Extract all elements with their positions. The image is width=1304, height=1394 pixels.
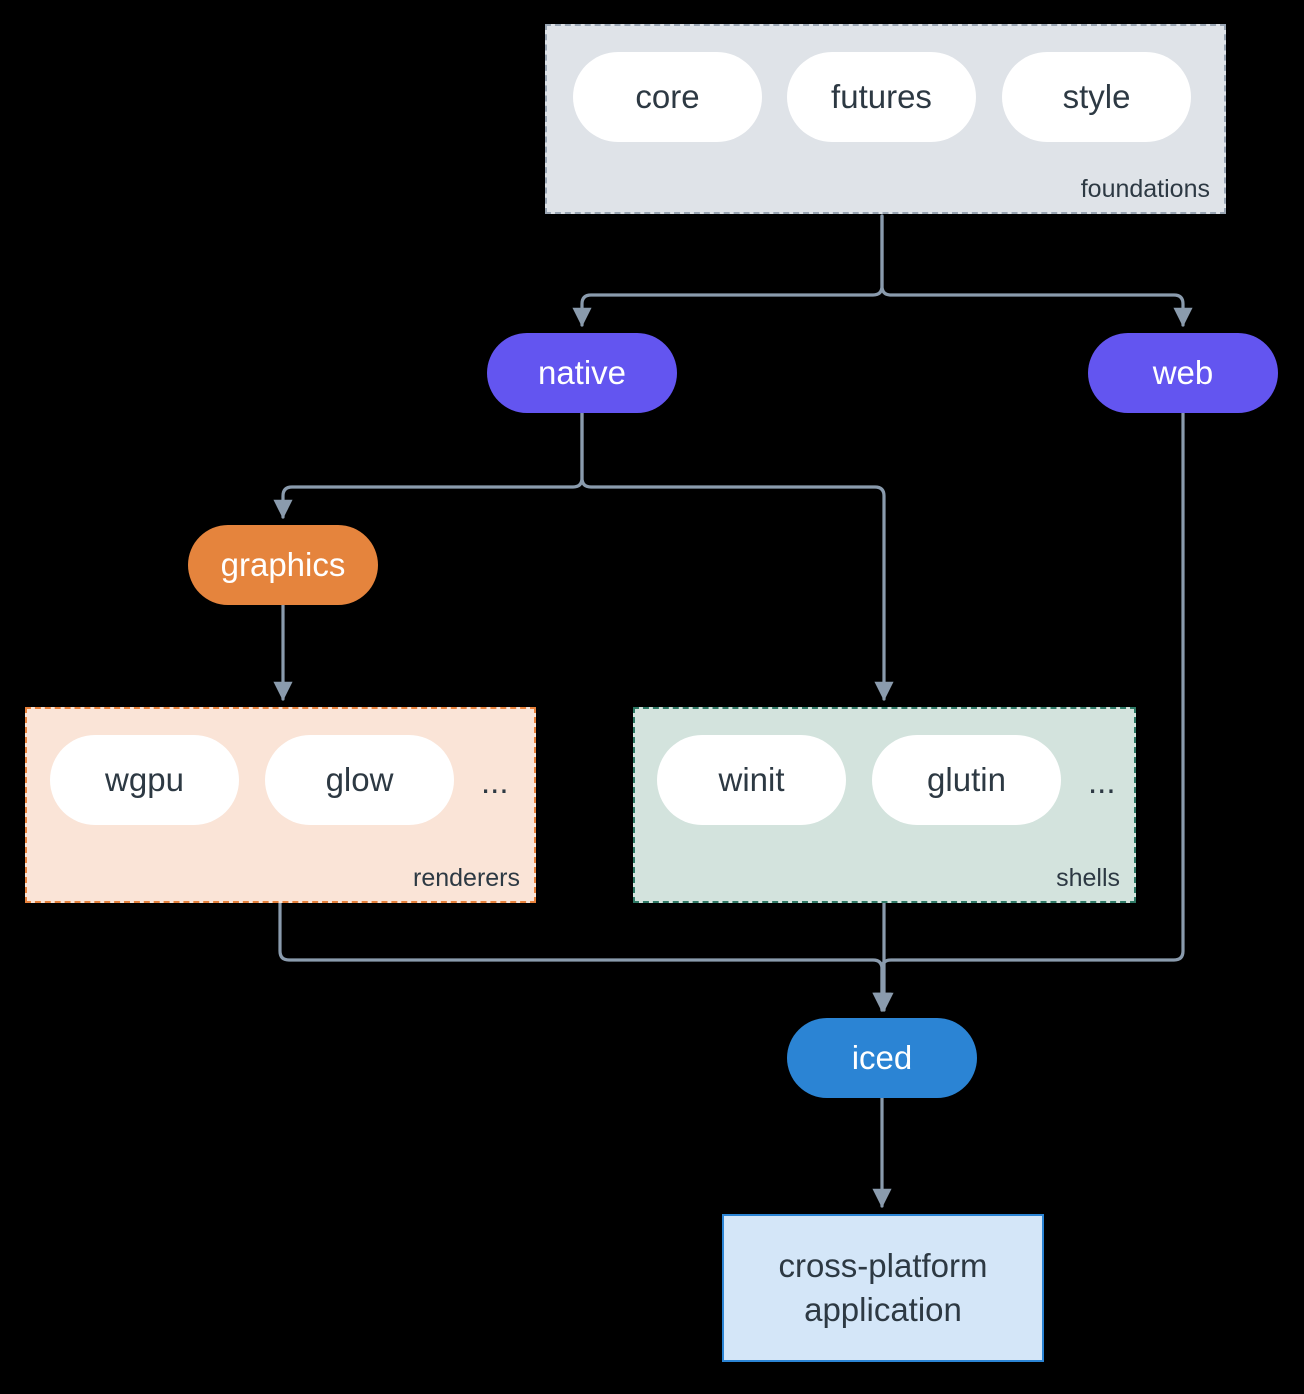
node-core[interactable]: core <box>573 52 762 142</box>
node-cross-platform-application[interactable]: cross-platform application <box>722 1214 1044 1362</box>
edge-native-graphics <box>273 411 584 519</box>
shells-overflow-ellipsis: ... <box>1088 763 1116 800</box>
edge-native-shells <box>580 411 894 701</box>
node-glutin[interactable]: glutin <box>872 735 1061 825</box>
application-label-line-1: cross-platform <box>778 1247 988 1285</box>
edge-renderers-iced <box>278 901 892 1012</box>
cluster-renderers-label: renderers <box>413 864 520 892</box>
node-winit[interactable]: winit <box>657 735 846 825</box>
application-label-line-2: application <box>804 1291 962 1328</box>
node-glow[interactable]: glow <box>265 735 454 825</box>
node-graphics[interactable]: graphics <box>188 525 378 605</box>
application-label: cross-platform application <box>778 1244 987 1332</box>
node-futures[interactable]: futures <box>787 52 976 142</box>
edge-foundations-web <box>880 214 1193 327</box>
node-iced[interactable]: iced <box>787 1018 977 1098</box>
node-native[interactable]: native <box>487 333 677 413</box>
edge-foundations-native <box>572 214 884 327</box>
renderers-overflow-ellipsis: ... <box>481 763 509 800</box>
node-style[interactable]: style <box>1002 52 1191 142</box>
node-wgpu[interactable]: wgpu <box>50 735 239 825</box>
cluster-shells-label: shells <box>1056 864 1120 892</box>
node-web[interactable]: web <box>1088 333 1278 413</box>
cluster-foundations-label: foundations <box>1080 175 1210 203</box>
